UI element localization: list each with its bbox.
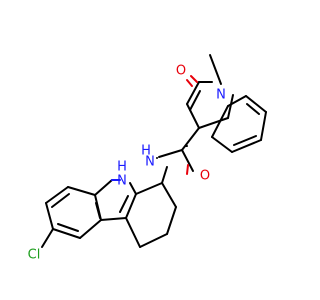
chlorine-atom-label: Cl xyxy=(28,248,41,263)
tetrahydro-ring xyxy=(125,182,177,248)
carbazole-pyrrole-ring xyxy=(94,179,137,221)
amide-oxygen-label: O xyxy=(200,169,210,184)
structure-canvas: Cl H N N H O xyxy=(28,54,267,263)
amide-h-label: H xyxy=(141,144,151,159)
carbazole-nh: H N xyxy=(111,160,137,195)
quinolinone-pyridone-ring xyxy=(181,81,234,151)
carbazole-nh-h-label: H xyxy=(117,160,127,175)
quinolinone-n-label: N xyxy=(216,88,226,103)
amide-linkage: N H O xyxy=(141,144,210,184)
carbazole-n-label: N xyxy=(117,174,127,189)
quinolinone-oxygen-label: O xyxy=(176,64,186,79)
molecule-drawing: Cl H N N H O xyxy=(28,54,267,263)
carbazole-benzene-ring xyxy=(45,186,102,239)
quinolinone-n-methyl: N xyxy=(209,54,226,103)
quinolinone-benzene-ring xyxy=(211,95,267,153)
amide-n-label: N xyxy=(145,155,155,170)
chlorine-substituent: Cl xyxy=(28,228,54,263)
quinolinone-carbonyl: O xyxy=(176,64,198,87)
